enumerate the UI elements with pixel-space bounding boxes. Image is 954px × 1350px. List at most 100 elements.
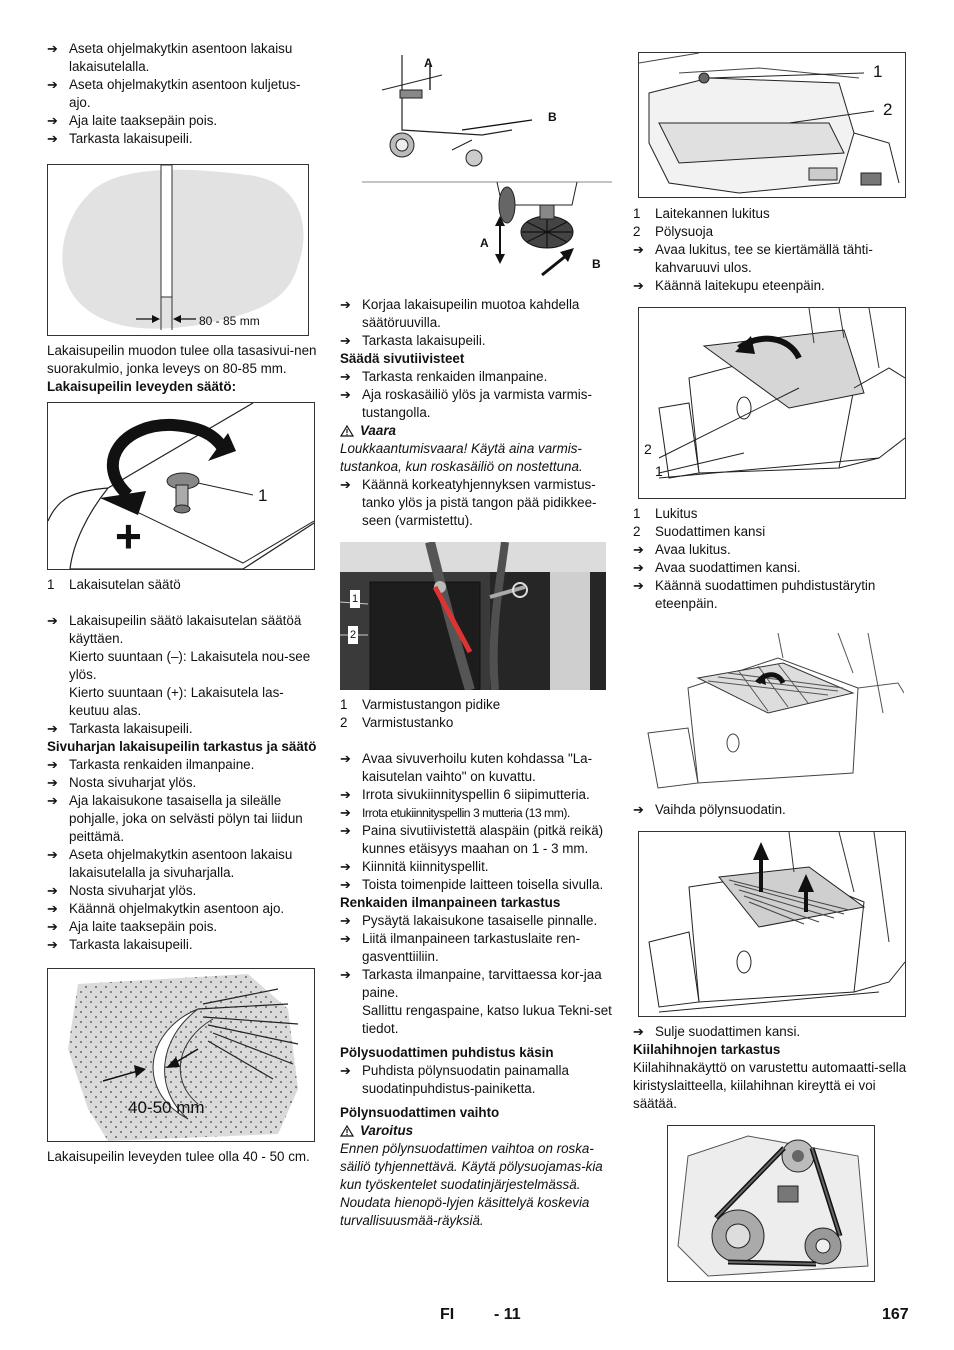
arrow-right-icon: ➔ [47, 721, 58, 736]
arrow-right-icon: ➔ [47, 41, 58, 56]
step-item: ➔Käännä suodattimen puhdistustärytin ete… [633, 577, 908, 613]
arrow-right-icon: ➔ [47, 901, 58, 916]
step-item: ➔Tarkasta lakaisupeili. [47, 936, 319, 954]
minus-sign: - [220, 427, 232, 465]
callout-2: 2 [644, 441, 652, 457]
callout-1: 1 [258, 486, 268, 505]
legend-number: 2 [633, 524, 641, 539]
legend-number: 2 [633, 224, 641, 239]
legend-item: 1 Lakaisutelan säätö [47, 576, 319, 594]
step-item: ➔Irrota sivukiinnityspellin 6 siipimutte… [340, 786, 615, 804]
paragraph: Lakaisupeilin leveyden tulee olla 40 - 5… [47, 1149, 310, 1164]
legend-text: Lakaisutelan säätö [69, 577, 181, 592]
step-list: ➔ Avaa sivuverhoilu kuten kohdassa "La-ka… [340, 750, 615, 894]
arrow-right-icon: ➔ [47, 613, 58, 628]
arrow-right-icon: ➔ [340, 369, 351, 384]
legend-number: 2 [340, 715, 348, 730]
danger-label: Vaara [360, 423, 396, 438]
step-text: Käännä korkeatyhjennyksen varmistus-tank… [362, 477, 597, 528]
footer-page-number: 167 [882, 1306, 909, 1323]
step-item: ➔Aja roskasäiliö ylös ja varmista varmis… [340, 386, 615, 422]
step-text: Tarkasta lakaisupeili. [69, 131, 193, 146]
step-text: Toista toimenpide laitteen toisella sivu… [362, 877, 604, 892]
step-item: ➔Avaa sivuverhoilu kuten kohdassa "La-ka… [340, 750, 615, 786]
step-text: Vaihda pölynsuodatin. [655, 802, 786, 817]
step-text: Nosta sivuharjat ylös. [69, 775, 197, 790]
step-item: ➔ Käännä ohjelmakytkin asentoon ajo. [47, 900, 319, 918]
callout-2: 2 [348, 626, 359, 644]
step-text: Tarkasta lakaisupeili. [69, 937, 193, 952]
step-text: Aseta ohjelmakytkin asentoon kuljetus-aj… [69, 77, 301, 110]
step-list: ➔ Käännä korkeatyhjennyksen varmistus-tan… [340, 476, 615, 530]
figure-v-belt [667, 1125, 875, 1282]
step-item: ➔ Liitä ilmanpaineen tarkastuslaite ren-g… [340, 930, 615, 966]
step-item: ➔Tarkasta renkaiden ilmanpaine. [340, 368, 615, 386]
step-item: ➔Tarkasta ilmanpaine, tarvittaessa kor-j… [340, 966, 615, 1002]
figure-sweep-pattern: 80 - 85 mm [47, 164, 309, 336]
label-b-top: B [548, 110, 557, 124]
step-text: Tarkasta lakaisupeili. [362, 333, 486, 348]
step-text: Käännä laitekupu eteenpäin. [655, 278, 825, 293]
step-text: Aja laite taaksepäin pois. [69, 113, 218, 128]
arrow-right-icon: ➔ [340, 859, 351, 874]
step-item: ➔Avaa lukitus. [633, 541, 908, 559]
figure-machine-cover: 1 2 [638, 52, 906, 198]
step-item: ➔Lakaisupeilin säätö lakaisutelan säätöä… [47, 612, 319, 648]
section-heading: Sivuharjan lakaisupeilin tarkastus ja sä… [47, 739, 317, 754]
legend-number: 1 [633, 506, 641, 521]
arrow-right-icon: ➔ [633, 802, 644, 817]
step-item: ➔ Käännä korkeatyhjennyksen varmistus-tan… [340, 476, 615, 530]
legend-number: 1 [47, 577, 55, 592]
figure-brush-pattern: 40-50 mm [47, 968, 315, 1142]
step-list: ➔ Aseta ohjelmakytkin asentoon lakaisu la… [47, 40, 319, 148]
step-list: ➔Tarkasta renkaiden ilmanpaine.➔Nosta si… [47, 756, 319, 954]
step-text: Paina sivutiivistettä alaspäin (pitkä re… [362, 823, 604, 856]
step-text: Aseta ohjelmakytkin asentoon lakaisu lak… [69, 41, 293, 74]
step-text: Liitä ilmanpaineen tarkastuslaite ren-ga… [362, 931, 581, 964]
legend-item: 2 Suodattimen kansi [633, 523, 908, 541]
dimension-label: 40-50 mm [128, 1098, 205, 1117]
step-list: ➔Lakaisupeilin säätö lakaisutelan säätöä… [47, 612, 319, 648]
warning-heading: Varoitus [340, 1122, 615, 1140]
step-list: ➔Puhdista pölynsuodatin painamalla suoda… [340, 1062, 615, 1098]
step-text: Korjaa lakaisupeilin muotoa kahdella sää… [362, 297, 580, 330]
footer-local-page: - 11 [494, 1306, 521, 1323]
figure-filter-cover: 2 1 [638, 307, 906, 499]
arrow-right-icon: ➔ [47, 775, 58, 790]
figure-side-brush-adjust: A B A B [362, 40, 612, 280]
step-item: ➔ Vaihda pölynsuodatin. [633, 801, 908, 819]
arrow-right-icon: ➔ [340, 333, 351, 348]
step-text: Pysäytä lakaisukone tasaiselle pinnalle. [362, 913, 598, 928]
step-list: ➔ Korjaa lakaisupeilin muotoa kahdella sä… [340, 296, 615, 350]
figure-filter-shaker [638, 633, 904, 795]
column-1: ➔ Aseta ohjelmakytkin asentoon lakaisu la… [47, 40, 319, 1166]
step-text: Aja lakaisukone tasaisella ja sileälle p… [69, 793, 303, 844]
arrow-right-icon: ➔ [340, 805, 351, 820]
legend-text: Suodattimen kansi [655, 524, 766, 539]
figure-filter-replace [638, 831, 906, 1017]
section-heading: Säädä sivutiivisteet [340, 351, 465, 366]
legend-text: Laitekannen lukitus [655, 206, 770, 221]
arrow-right-icon: ➔ [340, 477, 351, 492]
paragraph: Lakaisupeilin muodon tulee olla tasasivu… [47, 343, 317, 376]
step-item: ➔Aja lakaisukone tasaisella ja sileälle … [47, 792, 319, 846]
warning-triangle-icon [340, 1125, 354, 1137]
legend-number: 1 [340, 697, 348, 712]
section-heading: Kiilahihnojen tarkastus [633, 1042, 781, 1057]
step-text: Avaa lukitus. [655, 542, 731, 557]
dimension-label: 80 - 85 mm [199, 314, 260, 328]
step-item: ➔Puhdista pölynsuodatin painamalla suoda… [340, 1062, 615, 1098]
step-text: Avaa sivuverhoilu kuten kohdassa "La-kai… [362, 751, 593, 784]
step-item: ➔ Aseta ohjelmakytkin asentoon lakaisu la… [47, 40, 319, 76]
step-item: ➔Aseta ohjelmakytkin asentoon lakaisu la… [47, 846, 319, 882]
step-item: ➔Aja laite taaksepäin pois. [47, 112, 319, 130]
arrow-right-icon: ➔ [340, 931, 351, 946]
step-text: Käännä ohjelmakytkin asentoon ajo. [69, 901, 285, 916]
